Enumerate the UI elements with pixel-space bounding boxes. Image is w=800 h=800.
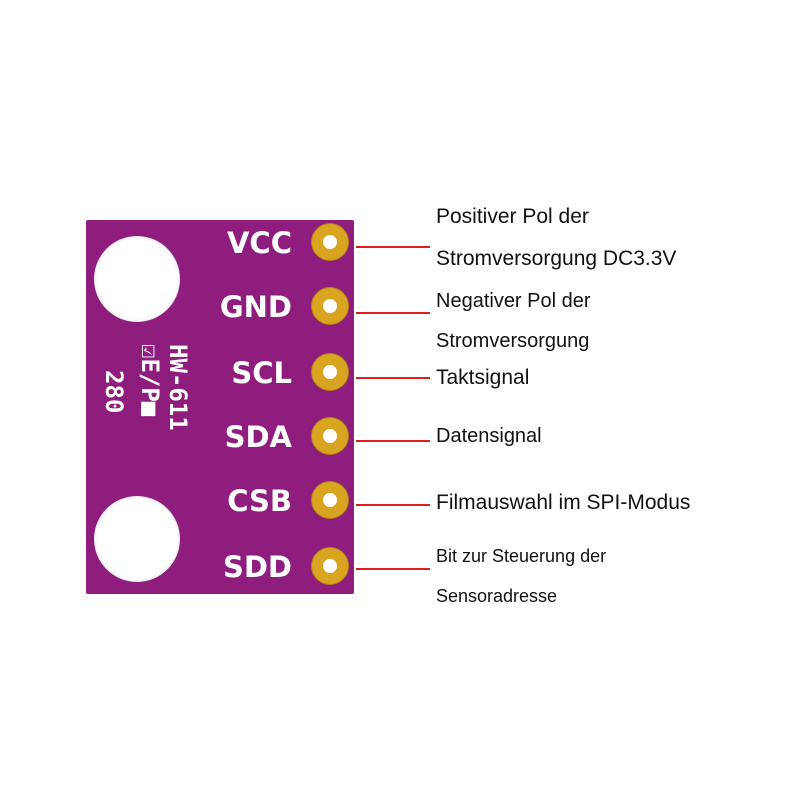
pad-sda [312, 418, 348, 454]
leader-line-gnd [356, 312, 430, 314]
mounting-hole-bottom [94, 496, 180, 582]
pad-csb [312, 482, 348, 518]
description-sdd: Bit zur Steuerung der Sensoradresse [436, 536, 606, 616]
pad-gnd [312, 288, 348, 324]
pin-label-csb: CSB [227, 484, 292, 518]
pin-row-gnd: GND [86, 286, 354, 326]
leader-line-csb [356, 504, 430, 506]
mounting-hole-top [94, 236, 180, 322]
pin-label-scl: SCL [231, 356, 292, 390]
pin-row-csb: CSB [86, 480, 354, 520]
description-csb: Filmauswahl im SPI-Modus [436, 483, 690, 523]
description-line: Stromversorgung [436, 330, 590, 352]
chip-label: 280 [100, 370, 128, 414]
pin-label-vcc: VCC [226, 226, 292, 260]
pin-label-sda: SDA [224, 420, 292, 454]
marking-label: ☑E/P■ [136, 344, 164, 417]
pin-label-gnd: GND [219, 290, 292, 324]
description-line: Stromversorgung DC3.3V [436, 247, 677, 270]
leader-line-sdd [356, 568, 430, 570]
leader-line-sda [356, 440, 430, 442]
pin-label-sdd: SDD [222, 550, 292, 584]
pad-scl [312, 354, 348, 390]
description-line: Filmauswahl im SPI-Modus [436, 491, 691, 514]
description-line: Datensignal [436, 425, 542, 447]
pad-sdd [312, 548, 348, 584]
pin-row-scl: SCL [86, 352, 354, 392]
description-line: Taktsignal [436, 366, 530, 389]
description-gnd: Negativer Pol der Stromversorgung [436, 281, 591, 361]
pin-row-vcc: VCC [86, 222, 354, 262]
description-line: Sensoradresse [436, 586, 558, 606]
pad-vcc [312, 224, 348, 260]
description-sda: Datensignal [436, 416, 542, 456]
description-line: Bit zur Steuerung der [436, 546, 607, 566]
silkscreen-text: HW-611 ☑E/P■ 280 [92, 344, 212, 494]
leader-line-vcc [356, 246, 430, 248]
description-line: Positiver Pol der [436, 205, 589, 228]
pin-row-sda: SDA [86, 416, 354, 456]
description-vcc: Positiver Pol der Stromversorgung DC3.3V [436, 196, 676, 280]
description-line: Negativer Pol der [436, 290, 591, 312]
sensor-board: VCC GND SCL SDA CSB SDD [86, 220, 354, 594]
pin-row-sdd: SDD [86, 546, 354, 586]
model-label: HW-611 [164, 344, 192, 431]
leader-line-scl [356, 377, 430, 379]
description-scl: Taktsignal [436, 358, 529, 398]
